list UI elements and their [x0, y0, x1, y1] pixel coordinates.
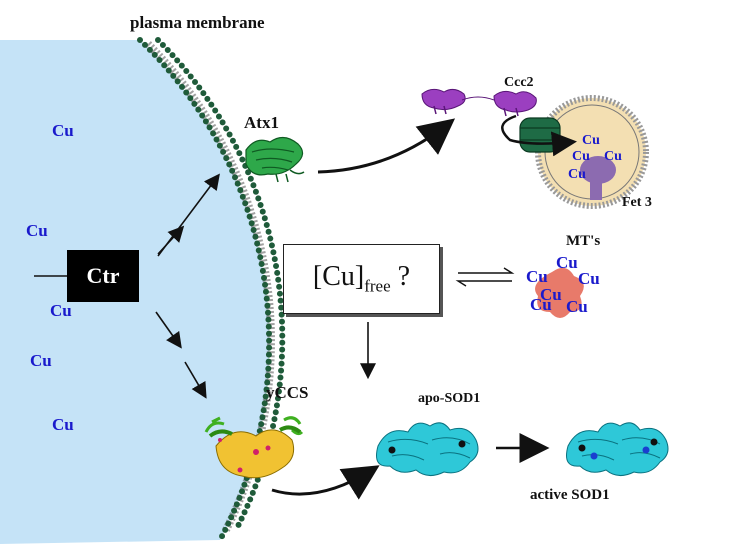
cu-extracellular-5: Cu — [52, 415, 74, 434]
ccc2-atpase — [519, 117, 561, 153]
cu-extracellular-3: Cu — [50, 301, 72, 320]
atx1-protein — [245, 136, 305, 183]
apo-sod1-protein — [376, 422, 479, 476]
arrow-down-2 — [184, 361, 207, 399]
ctr-transporter: Ctr — [67, 250, 139, 302]
mt-cu-2: Cu — [526, 267, 548, 286]
vesicle-cu-4: Cu — [568, 167, 586, 182]
equilibrium-arrow — [455, 267, 515, 287]
arrow-to-free — [157, 225, 185, 255]
active-sod1-protein — [566, 422, 669, 476]
fet3-protein — [580, 156, 616, 200]
fet3-label: Fet 3 — [622, 195, 652, 210]
arrow-atx1-ccc2 — [317, 118, 456, 174]
cu-extracellular-1: Cu — [52, 121, 74, 140]
plasma-membrane-label: plasma membrane — [130, 13, 265, 32]
ctr-label: Ctr — [86, 263, 120, 288]
active-sod1-label: active SOD1 — [530, 487, 610, 503]
free-cu-label: [Cu]free ? — [312, 261, 411, 296]
mt-cu-3: Cu — [578, 269, 600, 288]
mt-cu-1: Cu — [556, 253, 578, 272]
yccs-label: yCCS — [266, 383, 309, 402]
mt-cu-5: Cu — [530, 295, 552, 314]
yccs-protein — [204, 416, 304, 479]
arrow-atpase-in — [501, 114, 577, 157]
metallothionein-shape — [535, 267, 584, 318]
cu-extracellular-4: Cu — [30, 351, 52, 370]
vesicle-cu-3: Cu — [604, 149, 622, 164]
mt-cu-4: Cu — [540, 285, 562, 304]
cu-extracellular-2: Cu — [26, 221, 48, 240]
vesicle-cu-1: Cu — [582, 133, 600, 148]
ccc2-label: Ccc2 — [504, 75, 534, 90]
mts-label: MT's — [566, 233, 601, 249]
apo-sod1-label: apo-SOD1 — [418, 391, 481, 406]
mt-cu-6: Cu — [566, 297, 588, 316]
ccc2-domains — [421, 88, 537, 117]
vesicle-cu-2: Cu — [572, 149, 590, 164]
atx1-label: Atx1 — [244, 113, 279, 132]
arrow-yccs-sod — [271, 465, 380, 500]
arrow-down-1 — [155, 311, 182, 349]
free-copper-pool: [Cu]free ? — [283, 244, 440, 314]
